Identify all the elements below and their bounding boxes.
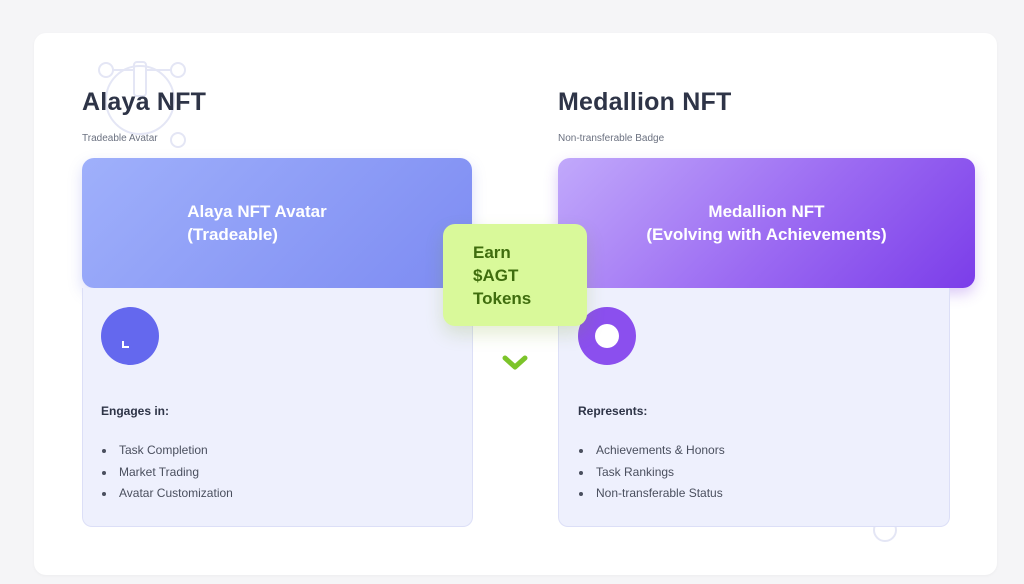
- medallion-banner-line1: Medallion NFT: [708, 202, 825, 221]
- list-item: Non-transferable Status: [578, 483, 725, 505]
- list-item: Task Completion: [101, 440, 233, 462]
- list-item: Market Trading: [101, 462, 233, 484]
- avatar-icon: [101, 307, 159, 365]
- engages-in-list: Task Completion Market Trading Avatar Cu…: [101, 440, 233, 505]
- earn-agt-tokens-badge: Earn $AGT Tokens: [443, 224, 587, 326]
- represents-list: Achievements & Honors Task Rankings Non-…: [578, 440, 725, 505]
- earn-line3: Tokens: [473, 289, 532, 308]
- network-nodes-icon: [98, 61, 186, 148]
- alaya-banner-line1: Alaya NFT Avatar: [187, 202, 327, 221]
- medallion-nft-subtitle: Non-transferable Badge: [558, 133, 665, 144]
- alaya-avatar-banner: Alaya NFT Avatar (Tradeable): [82, 158, 472, 288]
- list-item: Achievements & Honors: [578, 440, 725, 462]
- alaya-banner-line2: (Tradeable): [187, 225, 278, 244]
- alaya-nft-title: Alaya NFT: [82, 88, 207, 116]
- medallion-ring-icon: [578, 307, 636, 365]
- list-item: Avatar Customization: [101, 483, 233, 505]
- engages-in-heading: Engages in:: [101, 404, 170, 418]
- medallion-banner-line2: (Evolving with Achievements): [646, 225, 887, 244]
- earn-line1: Earn: [473, 243, 511, 262]
- represents-heading: Represents:: [578, 404, 648, 418]
- medallion-banner: Medallion NFT (Evolving with Achievement…: [558, 158, 975, 288]
- earn-line2: $AGT: [473, 266, 519, 285]
- chevron-down-icon: [502, 355, 528, 370]
- medallion-nft-title: Medallion NFT: [558, 88, 732, 116]
- alaya-nft-subtitle: Tradeable Avatar: [82, 133, 158, 144]
- list-item: Task Rankings: [578, 462, 725, 484]
